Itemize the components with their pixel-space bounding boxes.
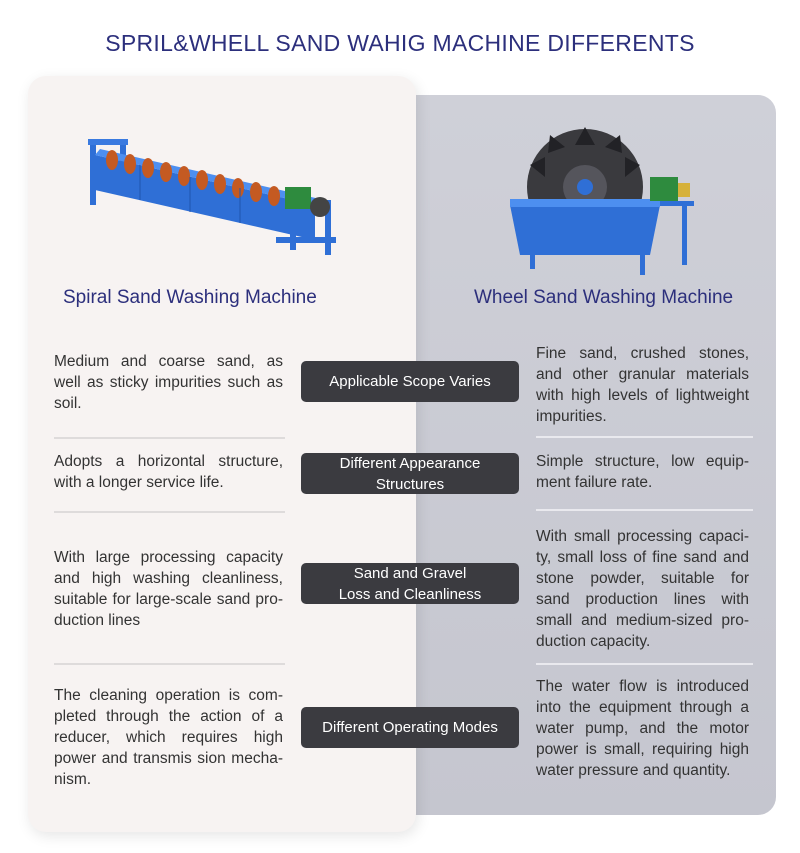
wheel-operation-text: The water flow is introduced into the eq… [536, 678, 749, 779]
category-label: Applicable Scope Varies [329, 373, 491, 390]
category-label: Different Operating Modes [322, 719, 498, 736]
spiral-scope-text: Medium and coarse sand, as well as stick… [54, 353, 283, 412]
spiral-operation-text: The cleaning operation is com-pleted thr… [54, 687, 283, 788]
category-operating-modes: Different Operating Modes [301, 707, 519, 748]
left-divider [54, 511, 285, 513]
category-label: Sand and Gravel Loss and Cleanliness [338, 564, 482, 603]
page-title: SPRIL&WHELL SAND WAHIG MACHINE DIFFERENT… [105, 30, 695, 56]
right-divider [536, 509, 753, 511]
spiral-structure-text: Adopts a horizontal structure, with a lo… [54, 453, 283, 491]
wheel-cleanliness-text: With small processing capaci-ty, small l… [536, 528, 749, 650]
spiral-machine-image [88, 139, 336, 255]
wheel-machine-image [510, 127, 694, 275]
wheel-machine-title: Wheel Sand Washing Machine [474, 287, 734, 308]
category-loss-cleanliness: Sand and Gravel Loss and Cleanliness [301, 563, 519, 604]
category-label: Different Appearance Structures [339, 454, 481, 493]
right-divider [536, 663, 753, 665]
right-divider [536, 436, 753, 438]
category-applicable-scope: Applicable Scope Varies [301, 361, 519, 402]
spiral-cleanliness-text: With large processing capacity and high … [54, 549, 283, 629]
category-appearance-structures: Different Appearance Structures [301, 453, 519, 494]
wheel-structure-text: Simple structure, low equip-ment failure… [536, 453, 749, 491]
left-divider [54, 437, 285, 439]
spiral-machine-title: Spiral Sand Washing Machine [63, 287, 317, 308]
left-divider [54, 663, 285, 665]
wheel-scope-text: Fine sand, crushed stones, and other gra… [536, 345, 749, 425]
